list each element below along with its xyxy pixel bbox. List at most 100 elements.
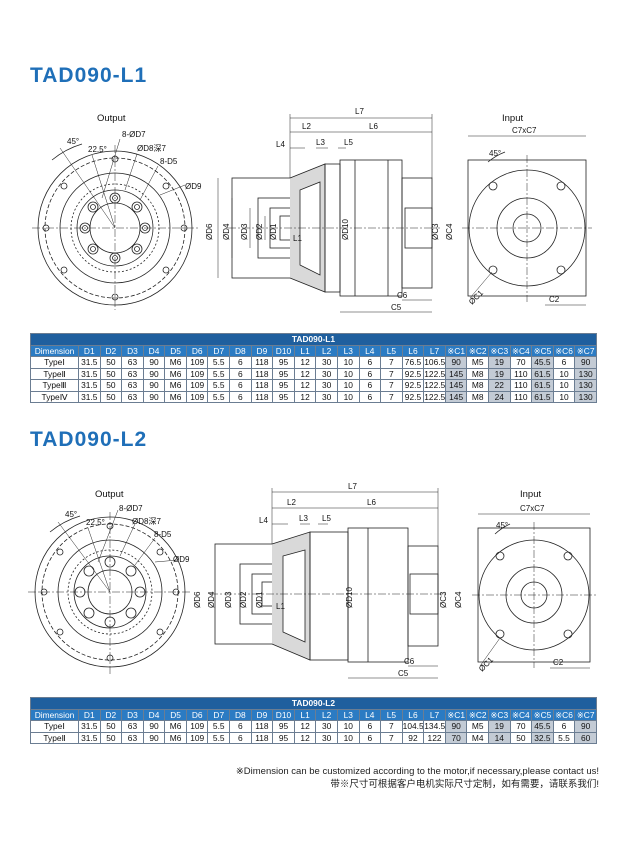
table-cell: M8	[466, 379, 489, 392]
label-l2: L2	[302, 122, 311, 131]
table-title-l2: TAD090-L2	[30, 697, 597, 710]
column-header: L3	[336, 708, 360, 721]
table-cell: 63	[121, 390, 144, 403]
table-cell: 31.5	[78, 731, 101, 744]
table-cell: 19	[487, 356, 511, 369]
table-cell: 7	[380, 731, 403, 744]
table-cell: 12	[293, 720, 317, 733]
label-d1-2: ØD1	[255, 591, 264, 608]
table-cell: 19	[487, 367, 511, 380]
label-45: 45°	[67, 137, 79, 146]
label-d6: ØD6	[205, 223, 214, 240]
table-cell: 130	[574, 367, 597, 380]
table-cell: 95	[272, 390, 295, 403]
label-d7-2: 8-ØD7	[119, 504, 143, 513]
table-cell: 109	[185, 731, 209, 744]
column-header: D7	[207, 344, 231, 357]
label-c2: C2	[549, 295, 560, 304]
column-header: D2	[99, 708, 123, 721]
label-d4-2: ØD4	[207, 591, 216, 608]
footnote: ※Dimension can be customized according t…	[236, 765, 599, 791]
table-cell: 6	[358, 379, 382, 392]
label-c5-2: C5	[398, 669, 409, 678]
column-header: ※C2	[466, 708, 489, 721]
table-cell: 50	[99, 356, 123, 369]
column-header: ※C3	[487, 708, 511, 721]
table-cell: M5	[466, 720, 489, 733]
table-cell: M6	[164, 720, 187, 733]
table-cell: 50	[99, 720, 123, 733]
label-22-2: 22.5°	[86, 518, 105, 527]
table-cell: 6	[358, 356, 382, 369]
column-header: D4	[142, 344, 166, 357]
label-c3: ØC3	[431, 223, 440, 240]
table-cell: 109	[185, 379, 209, 392]
table-cell: 12	[293, 731, 317, 744]
column-header: D8	[229, 708, 252, 721]
column-header: L6	[401, 708, 425, 721]
table-cell: 31.5	[78, 390, 101, 403]
column-header: L5	[380, 344, 403, 357]
table-cell: 50	[99, 390, 123, 403]
label-45-input-2: 45°	[496, 521, 508, 530]
side-view	[217, 114, 440, 313]
table-cell: 118	[250, 390, 274, 403]
label-22: 22.5°	[88, 145, 107, 154]
table-cell: 63	[121, 356, 144, 369]
table-cell: 30	[315, 379, 338, 392]
table-cell: 22	[487, 379, 511, 392]
label-c6-2: C6	[404, 657, 415, 666]
label-l3-2: L3	[299, 514, 308, 523]
column-header: ※C5	[531, 344, 554, 357]
table-cell: 7	[380, 390, 403, 403]
table-cell: 130	[574, 390, 597, 403]
table-cell: 92.5	[401, 390, 425, 403]
output-label: Output	[97, 113, 126, 124]
label-d5: 8-D5	[160, 157, 178, 166]
table-cell: 31.5	[78, 356, 101, 369]
table-cell: 7	[380, 720, 403, 733]
table-cell: 10	[336, 379, 360, 392]
column-header: L2	[315, 344, 338, 357]
column-header: D8	[229, 344, 252, 357]
table-cell: 10	[336, 390, 360, 403]
table-cell: 122	[423, 731, 446, 744]
table-cell: 5.5	[207, 720, 231, 733]
output-label-2: Output	[95, 489, 124, 500]
label-d1: ØD1	[269, 223, 278, 240]
label-l4: L4	[276, 140, 285, 149]
input-label: Input	[502, 113, 523, 124]
table-cell: 104.5	[401, 720, 425, 733]
table-cell: 10	[336, 731, 360, 744]
table-cell: 61.5	[531, 379, 554, 392]
table-cell: 90	[574, 356, 597, 369]
column-header: D6	[185, 708, 209, 721]
table-cell: 32.5	[531, 731, 554, 744]
column-header: L1	[293, 708, 317, 721]
column-header: L6	[401, 344, 425, 357]
table-cell: 110	[509, 379, 533, 392]
table-cell: 61.5	[531, 390, 554, 403]
table-cell: 6	[229, 720, 252, 733]
row-type-name: TypeⅠ	[30, 720, 79, 733]
column-header: L3	[336, 344, 360, 357]
footnote-cn: 带※尺寸可根据客户电机实际尺寸定制，如有需要，请联系我们!	[330, 779, 599, 790]
table-cell: 10	[552, 390, 576, 403]
table-cell: 90	[142, 731, 166, 744]
table-cell: 110	[509, 367, 533, 380]
input-view-2: Input	[472, 489, 596, 669]
table-cell: 145	[444, 390, 468, 403]
table-cell: 7	[380, 367, 403, 380]
table-cell: 10	[336, 367, 360, 380]
column-header: D10	[272, 708, 295, 721]
label-c6: C6	[397, 291, 408, 300]
table-cell: 12	[293, 356, 317, 369]
table-cell: 109	[185, 356, 209, 369]
table-cell: 6	[229, 367, 252, 380]
table-cell: 31.5	[78, 367, 101, 380]
column-header: ※C6	[552, 708, 576, 721]
column-header: D9	[250, 344, 274, 357]
table-cell: 5.5	[207, 390, 231, 403]
